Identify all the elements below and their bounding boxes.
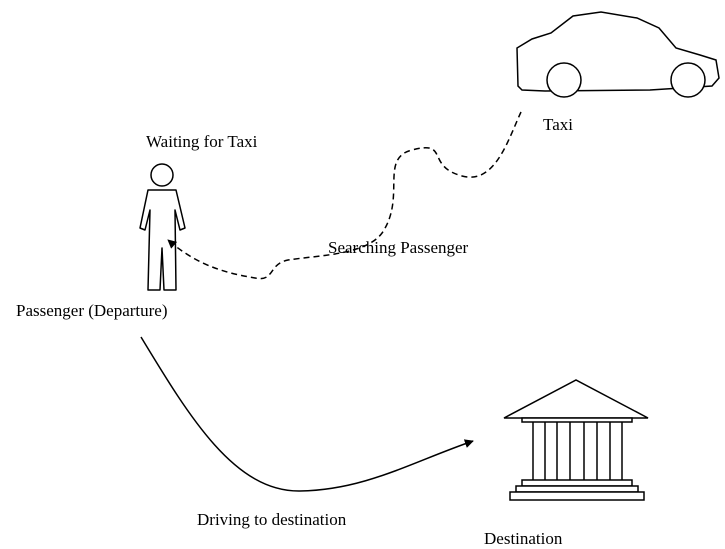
passenger-departure-label: Passenger (Departure) bbox=[16, 301, 168, 320]
searching-arrow bbox=[167, 111, 522, 280]
destination-label: Destination bbox=[484, 529, 563, 548]
taxi-label: Taxi bbox=[543, 115, 573, 134]
car-icon bbox=[516, 11, 720, 98]
waiting-for-taxi-label: Waiting for Taxi bbox=[146, 132, 258, 151]
person-icon bbox=[139, 163, 186, 291]
driving-to-destination-label: Driving to destination bbox=[197, 510, 347, 529]
driving-arrow bbox=[140, 336, 474, 492]
building-icon bbox=[503, 379, 649, 501]
searching-passenger-label: Searching Passenger bbox=[328, 238, 469, 257]
